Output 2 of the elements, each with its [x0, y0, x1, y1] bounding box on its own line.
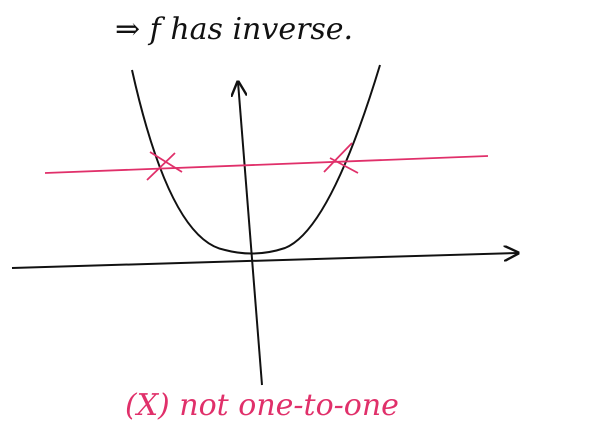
note-text: (X) not one-to-one — [125, 388, 399, 423]
statement-text: ⇒ f has inverse. — [115, 12, 354, 47]
